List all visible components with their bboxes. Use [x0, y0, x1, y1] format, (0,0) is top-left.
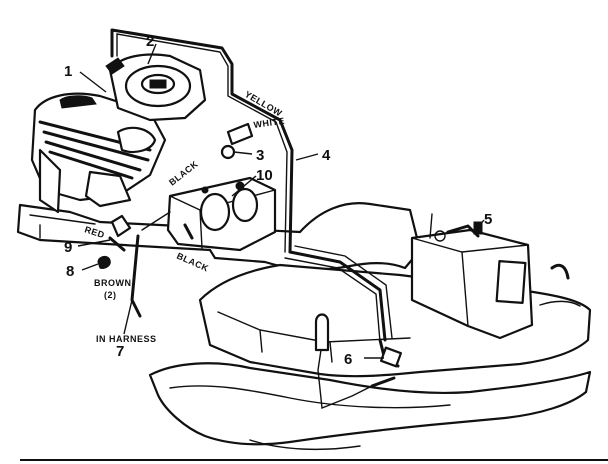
label-black-upper: BLACK [167, 159, 200, 188]
label-brown: BROWN [94, 278, 132, 288]
callout-5: 5 [484, 211, 492, 228]
callout-1: 1 [64, 63, 72, 80]
solenoid-assembly [166, 176, 277, 252]
callout-6: 6 [344, 351, 352, 368]
engine [30, 53, 207, 214]
label-brown-count: (2) [104, 290, 117, 300]
leader-lines [77, 43, 485, 359]
callout-7: 7 [116, 343, 124, 360]
callout-10: 10 [256, 167, 273, 184]
callout-4: 4 [322, 147, 331, 164]
callout-2: 2 [146, 33, 154, 50]
callout-3: 3 [256, 147, 264, 164]
mower-deck [148, 362, 592, 451]
callout-9: 9 [64, 239, 72, 256]
wiring-harness [97, 28, 483, 409]
callout-8: 8 [66, 263, 74, 280]
label-harness: IN HARNESS [96, 334, 157, 344]
label-black-lower: BLACK [175, 251, 210, 274]
label-white: WHITE [253, 116, 286, 130]
